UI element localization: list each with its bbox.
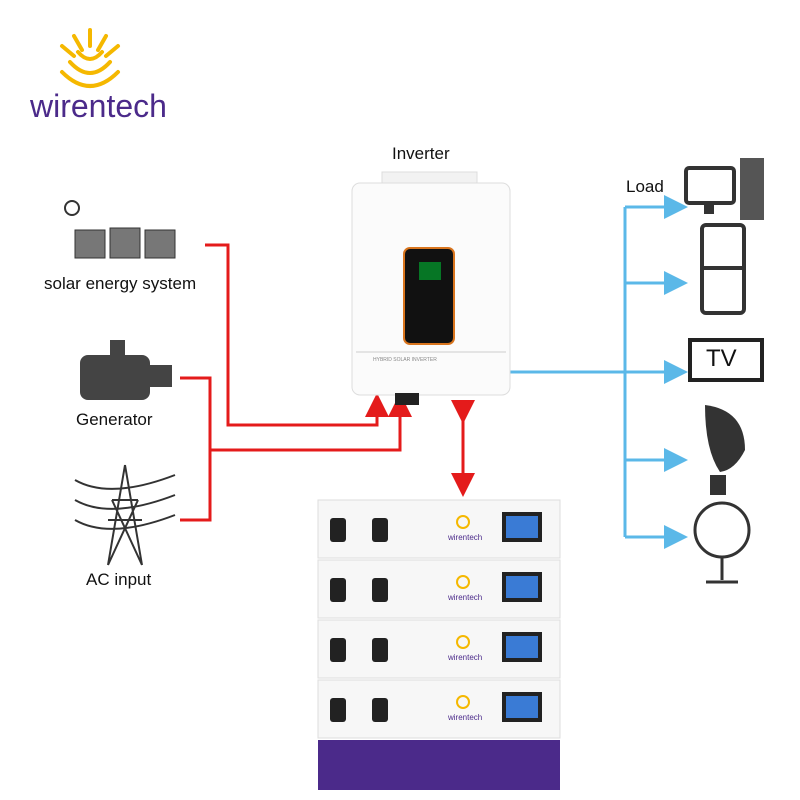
battery-stack [317, 499, 561, 790]
battery-module [317, 619, 561, 679]
inverter-panel-text: HYBRID SOLAR INVERTER [373, 357, 437, 363]
output-lines [510, 195, 688, 549]
battery-module-logo: wirentech [448, 533, 483, 542]
power-tower-icon [74, 464, 176, 566]
logo-sun-icon [60, 28, 120, 88]
battery-module [317, 559, 561, 619]
battery-module [317, 679, 561, 739]
solar-panel-icon [64, 200, 176, 259]
fan-icon [693, 501, 751, 584]
computer-icon [684, 158, 764, 220]
inverter-label: Inverter [392, 144, 450, 163]
fridge-icon [700, 223, 746, 315]
load-label: Load [626, 177, 664, 196]
input-lines [180, 243, 475, 522]
battery-module-logo: wirentech [448, 593, 483, 602]
solar-label: solar energy system [44, 274, 197, 293]
generator-label: Generator [76, 410, 153, 429]
generator-icon [80, 340, 172, 400]
battery-module-logo: wirentech [448, 713, 483, 722]
tv-label: TV [706, 345, 737, 372]
tv-icon [688, 338, 764, 382]
bulb-icon [705, 405, 745, 495]
brand-logo: wirentech [30, 88, 167, 124]
ac-input-label: AC input [86, 570, 152, 589]
battery-module-logo: wirentech [448, 653, 483, 662]
inverter-unit [351, 171, 511, 405]
battery-module [317, 499, 561, 559]
